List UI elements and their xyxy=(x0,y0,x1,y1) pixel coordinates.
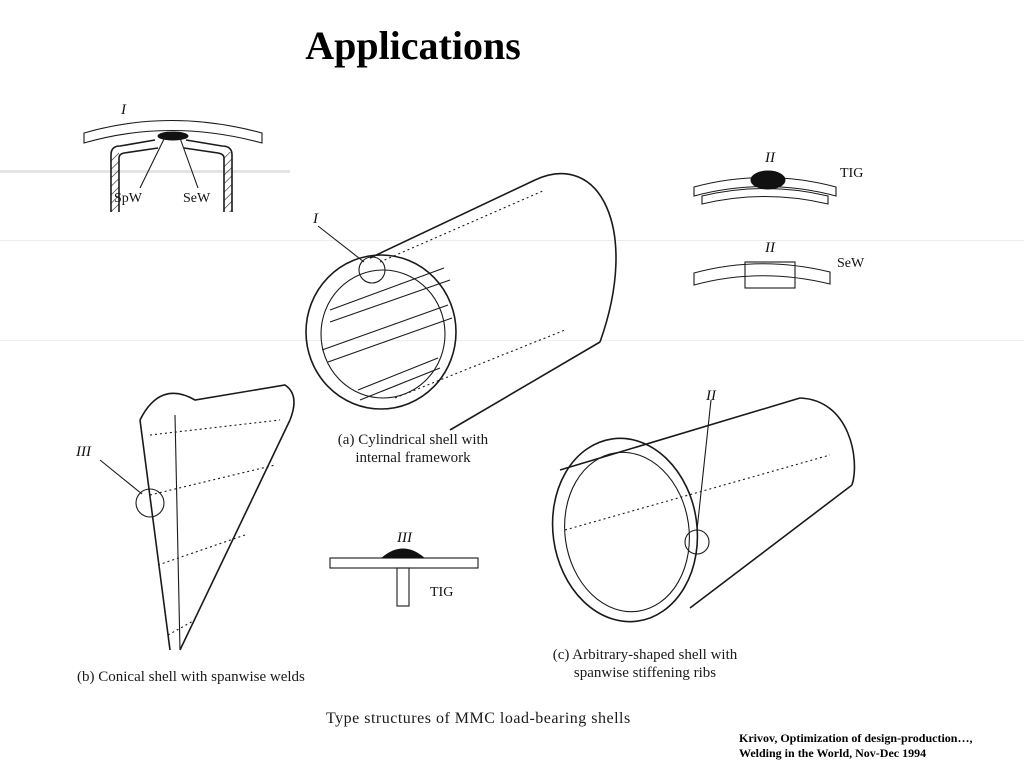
detail-ii-tig-section xyxy=(693,170,837,205)
detail-ii-sew-marker: II xyxy=(765,240,775,256)
detail-ii-tig-marker: II xyxy=(765,150,775,166)
sew-label-right: SeW xyxy=(837,256,865,271)
fig-b-caption: (b) Conical shell with spanwise welds xyxy=(77,669,305,685)
tig-label-bottom: TIG xyxy=(430,585,454,600)
fig-c-marker: II xyxy=(706,388,716,404)
credit-line2: Welding in the World, Nov-Dec 1994 xyxy=(739,746,927,760)
spw-label: SpW xyxy=(114,191,142,206)
detail-iii-section xyxy=(329,548,479,607)
source-credit: Krivov, Optimization of design-productio… xyxy=(739,731,972,761)
credit-line1: Krivov, Optimization of design-productio… xyxy=(739,731,973,745)
ghost-background xyxy=(0,70,1024,760)
fig-b-marker: III xyxy=(76,444,91,460)
detail-iii-marker: III xyxy=(397,530,412,546)
detail-i-section xyxy=(83,119,263,212)
tig-label-top: TIG xyxy=(840,166,864,181)
detail-ii-sew-section xyxy=(693,261,831,289)
fig-c-caption-line2: spanwise stiffening ribs xyxy=(573,665,717,681)
page-title: Applications xyxy=(305,23,521,68)
conical-shell xyxy=(99,384,295,651)
cylindrical-shell xyxy=(305,173,617,431)
fig-c-caption-line1: (c) Arbitrary-shaped shell with xyxy=(552,647,738,663)
fig-a-marker: I xyxy=(313,211,318,227)
arbitrary-shell xyxy=(551,397,856,623)
fig-a-caption-line1: (a) Cylindrical shell with xyxy=(337,432,489,448)
detail-i-marker: I xyxy=(121,102,126,118)
fig-c-caption: (c) Arbitrary-shaped shell with spanwise… xyxy=(530,646,760,682)
fig-a-caption-line2: internal framework xyxy=(355,450,471,466)
figure-caption: Type structures of MMC load-bearing shel… xyxy=(326,710,631,727)
fig-a-caption: (a) Cylindrical shell with internal fram… xyxy=(318,431,508,467)
sew-label: SeW xyxy=(183,191,211,206)
